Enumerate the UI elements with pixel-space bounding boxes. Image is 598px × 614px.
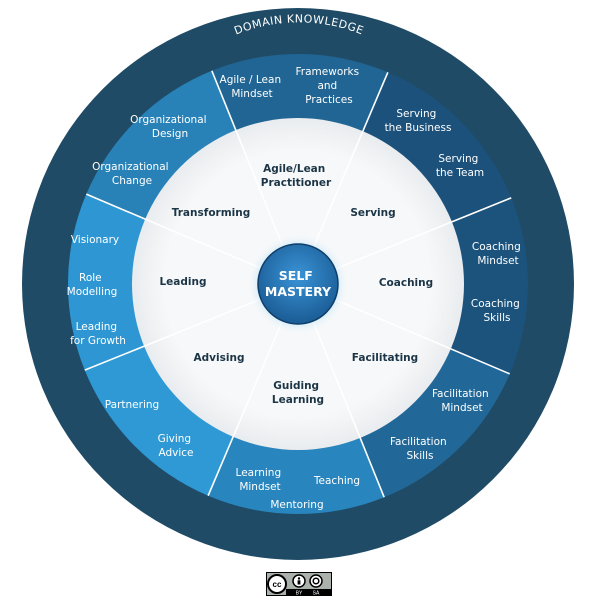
competency-label-line: Practitioner — [261, 177, 332, 189]
item-label-line: Mindset — [231, 88, 272, 100]
competency-label-line: Agile/Lean — [263, 163, 325, 175]
competency-facilitating: Facilitating — [352, 352, 418, 364]
competency-advising: Advising — [194, 352, 245, 364]
item-label-line: Facilitation — [432, 388, 489, 400]
item-label-line: Practices — [305, 94, 352, 106]
sector-divider — [331, 197, 512, 272]
competency-guiding-learning: Guiding Learning — [272, 380, 324, 406]
sector-divider — [310, 317, 385, 498]
item-organizational-change: Organizational Change — [92, 161, 172, 187]
item-label-line: the Business — [385, 122, 452, 134]
sector-divider — [207, 316, 285, 497]
sector-divider — [84, 296, 265, 371]
item-coaching-skills: Coaching Skills — [471, 298, 523, 324]
item-label-line: Agile / Lean — [220, 74, 282, 86]
sector-divider — [330, 297, 511, 375]
item-label-line: Mindset — [239, 481, 280, 493]
share-alike-icon — [309, 574, 323, 588]
sector-divider — [211, 70, 286, 251]
self-mastery-core — [257, 243, 339, 325]
item-label-line: Learning — [236, 467, 282, 479]
item-label-line: and — [317, 80, 337, 92]
item-teaching: Teaching — [313, 475, 360, 487]
item-label-line: Giving — [158, 433, 192, 445]
item-label-line: Change — [112, 175, 152, 187]
item-label-line: the Team — [436, 167, 484, 179]
attribution-icon-body — [297, 580, 301, 585]
share-alike-icon-arc — [312, 577, 320, 585]
competency-transforming: Transforming — [172, 207, 251, 219]
item-label-line: Facilitation — [390, 436, 447, 448]
item-label-line: Serving — [438, 153, 478, 165]
item-label-line: Coaching — [471, 298, 520, 310]
competency-serving: Serving — [350, 207, 395, 219]
item-facilitation-mindset: Facilitation Mindset — [432, 388, 492, 414]
item-visionary: Visionary — [71, 234, 119, 246]
cc-icon — [267, 574, 287, 594]
competency-leading: Leading — [159, 276, 206, 288]
item-label-line: Frameworks — [296, 66, 360, 78]
by-label: BY — [296, 590, 303, 596]
item-label-line: Organizational — [92, 161, 168, 173]
item-coaching-mindset: Coaching Mindset — [472, 241, 524, 267]
item-learning-mindset: Learning Mindset — [236, 467, 285, 493]
item-agile-lean-mindset: Agile / Lean Mindset — [220, 74, 285, 100]
sector-divider — [311, 71, 389, 252]
item-organizational-design: Organizational Design — [130, 114, 210, 140]
badge-strip — [286, 589, 331, 595]
item-serving-the-business: Serving the Business — [385, 108, 452, 134]
item-partnering: Partnering — [105, 399, 159, 411]
item-label-line: Modelling — [67, 286, 118, 298]
item-label-line: Skills — [407, 450, 434, 462]
item-label-line: Organizational — [130, 114, 206, 126]
item-role-modelling: Role Modelling — [67, 272, 118, 298]
item-label-line: Serving — [396, 108, 436, 120]
competency-label-line: Guiding — [273, 380, 319, 392]
item-label-line: Coaching — [472, 241, 521, 253]
item-label-line: Skills — [484, 312, 511, 324]
item-label-line: Design — [152, 128, 188, 140]
item-leading-for-growth: Leading for Growth — [70, 321, 126, 347]
attribution-icon-head — [297, 577, 301, 580]
item-label-line: Role — [79, 272, 102, 284]
item-label-line: Leading — [76, 321, 117, 333]
center-label-line2: MASTERY — [265, 284, 332, 299]
cc-by-sa-badge[interactable]: cc BY SA — [266, 572, 332, 596]
item-label-line: Advice — [158, 447, 193, 459]
item-label-line: Mindset — [441, 402, 482, 414]
item-frameworks-and-practices: Frameworks and Practices — [296, 66, 363, 106]
item-giving-advice: Giving Advice — [158, 433, 195, 459]
item-label-line: for Growth — [70, 335, 126, 347]
sa-label: SA — [313, 590, 320, 596]
item-label-line: Mindset — [477, 255, 518, 267]
competency-agile-lean-practitioner: Agile/Lean Practitioner — [261, 163, 332, 189]
sector-divider — [85, 193, 266, 271]
cc-icon-label: cc — [273, 580, 282, 589]
competency-label-line: Learning — [272, 394, 324, 406]
competency-coaching: Coaching — [379, 277, 433, 289]
center-label-line1: SELF — [279, 268, 313, 283]
divider-lines — [84, 70, 512, 498]
item-serving-the-team: Serving the Team — [436, 153, 484, 179]
center-label: SELF MASTERY — [265, 268, 332, 299]
item-mentoring: Mentoring — [270, 499, 323, 511]
item-facilitation-skills: Facilitation Skills — [390, 436, 450, 462]
